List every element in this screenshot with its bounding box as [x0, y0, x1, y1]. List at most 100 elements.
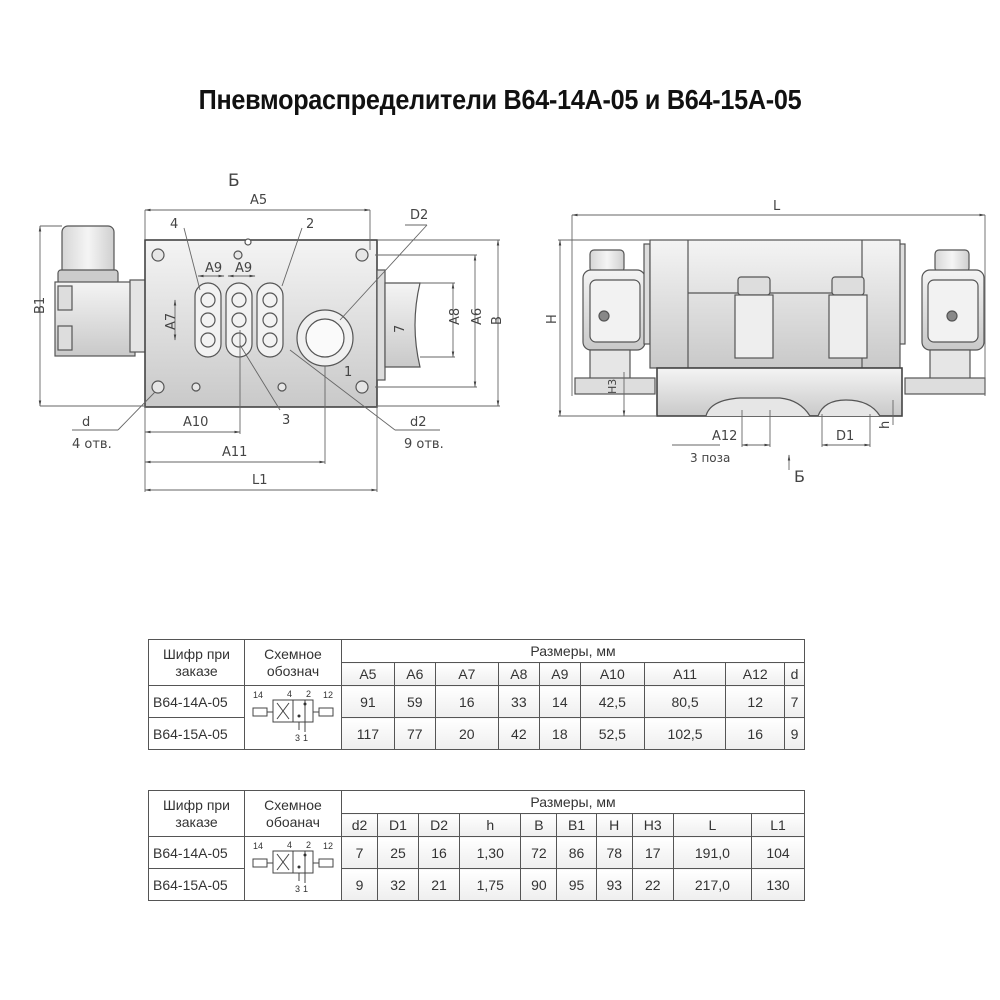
col-a6: A6	[393, 662, 436, 686]
cell: 14	[538, 685, 581, 718]
callout-1: 1	[344, 365, 352, 380]
dim-a8: A8	[448, 308, 463, 325]
cell: 91	[341, 685, 395, 718]
cell: 18	[538, 717, 581, 750]
valve-symbol-icon: 14 4 2 12 3 1	[252, 840, 334, 894]
dim-a10: A10	[183, 415, 208, 430]
col-L1: L1	[751, 813, 805, 837]
col-h: h	[459, 813, 522, 837]
row-code: В64-15А-05	[148, 717, 245, 750]
left-view	[54, 225, 421, 408]
valve-symbol-icon: 14 4 2 12 3 1	[252, 689, 334, 743]
right-view-labels: L H H3 A12 3 поза D1 h Б	[545, 199, 893, 486]
cell: 102,5	[643, 717, 727, 750]
col-a9: A9	[538, 662, 581, 686]
dim-7: 7	[393, 325, 408, 333]
dim-a9-left: A9	[205, 261, 222, 276]
dim-a11: A11	[222, 445, 247, 460]
col-a12: A12	[725, 662, 786, 686]
valve-schematic-symbol: 14 4 2 12 3 1	[244, 685, 342, 750]
svg-text:14: 14	[253, 690, 263, 700]
table-row: В64-15А-05 9 32 21 1,75 90 95 93 22 217,…	[148, 868, 805, 901]
cell: 17	[631, 836, 674, 869]
col-d2: d2	[341, 813, 378, 837]
dim-b1: B1	[33, 297, 48, 314]
cell: 42,5	[579, 685, 645, 718]
col-D2: D2	[418, 813, 461, 837]
col-B1: B1	[556, 813, 597, 837]
cell: 32	[376, 868, 420, 901]
cell: 130	[751, 868, 805, 901]
col-a8: A8	[497, 662, 540, 686]
cell: 12	[725, 685, 786, 718]
cell: 33	[497, 685, 540, 718]
dim-a9-right: A9	[235, 261, 252, 276]
cell: 21	[418, 868, 461, 901]
cell: 25	[376, 836, 420, 869]
section-mark-b: Б	[228, 171, 240, 191]
cell: 104	[751, 836, 805, 869]
header-dimensions: Размеры, мм	[341, 790, 805, 814]
cell: 78	[595, 836, 633, 869]
table-row: В64-14А-05 14 4 2 12 3 1 7	[148, 836, 805, 901]
col-d: d	[784, 662, 805, 686]
cell: 95	[556, 868, 597, 901]
table-row: В64-14А-05 14 4 2 12 3 1 91	[148, 685, 805, 750]
cell: 1,75	[459, 868, 522, 901]
col-a5: A5	[341, 662, 395, 686]
cell: 1,30	[459, 836, 522, 869]
cell: 86	[556, 836, 597, 869]
table-row: В64-15А-05 117 77 20 42 18 52,5 102,5 16…	[148, 717, 805, 750]
cell: 16	[725, 717, 786, 750]
cell: 22	[631, 868, 674, 901]
svg-text:2: 2	[306, 689, 311, 699]
col-H: H	[595, 813, 633, 837]
dim-h: H	[545, 314, 560, 324]
col-B: B	[520, 813, 558, 837]
dim-a12: A12	[712, 429, 737, 444]
right-view	[574, 239, 986, 417]
cell: 72	[520, 836, 558, 869]
dim-h3: H3	[606, 379, 619, 394]
svg-text:14: 14	[253, 841, 263, 851]
dim-d1: D1	[836, 429, 854, 444]
svg-text:3: 3	[295, 733, 300, 743]
cell: 42	[497, 717, 540, 750]
cell: 117	[341, 717, 395, 750]
col-a10: A10	[579, 662, 645, 686]
col-L: L	[672, 813, 753, 837]
dim-l1: L1	[252, 473, 268, 488]
cell: 52,5	[579, 717, 645, 750]
technical-drawing: Б A5 4 2 D2 A9 A9 A7 B1 7 A8 A6 B 1 3 d …	[33, 171, 986, 492]
cell: 59	[393, 685, 436, 718]
hole-d-note: 4 отв.	[72, 437, 112, 452]
svg-text:2: 2	[306, 840, 311, 850]
cell: 7	[341, 836, 378, 869]
col-H3: H3	[631, 813, 674, 837]
dim-a7: A7	[164, 313, 179, 330]
cell: 16	[434, 685, 499, 718]
dim-d2-upper: D2	[410, 208, 428, 223]
hole-d2-note: 9 отв.	[404, 437, 444, 452]
cell: 77	[393, 717, 436, 750]
callout-4: 4	[170, 217, 178, 232]
dim-l: L	[773, 199, 781, 214]
cell: 20	[434, 717, 499, 750]
cell: 93	[595, 868, 633, 901]
cell: 9	[341, 868, 378, 901]
cell: 90	[520, 868, 558, 901]
left-view-labels: Б A5 4 2 D2 A9 A9 A7 B1 7 A8 A6 B 1 3 d …	[33, 171, 505, 488]
cell: 80,5	[643, 685, 727, 718]
row-code: В64-14А-05	[148, 685, 245, 718]
svg-text:1: 1	[303, 733, 308, 743]
cell: 9	[784, 717, 805, 750]
cell: 7	[784, 685, 805, 718]
dim-a5: A5	[250, 193, 267, 208]
cell: 191,0	[672, 836, 753, 869]
hole-d2-label: d2	[410, 415, 427, 430]
